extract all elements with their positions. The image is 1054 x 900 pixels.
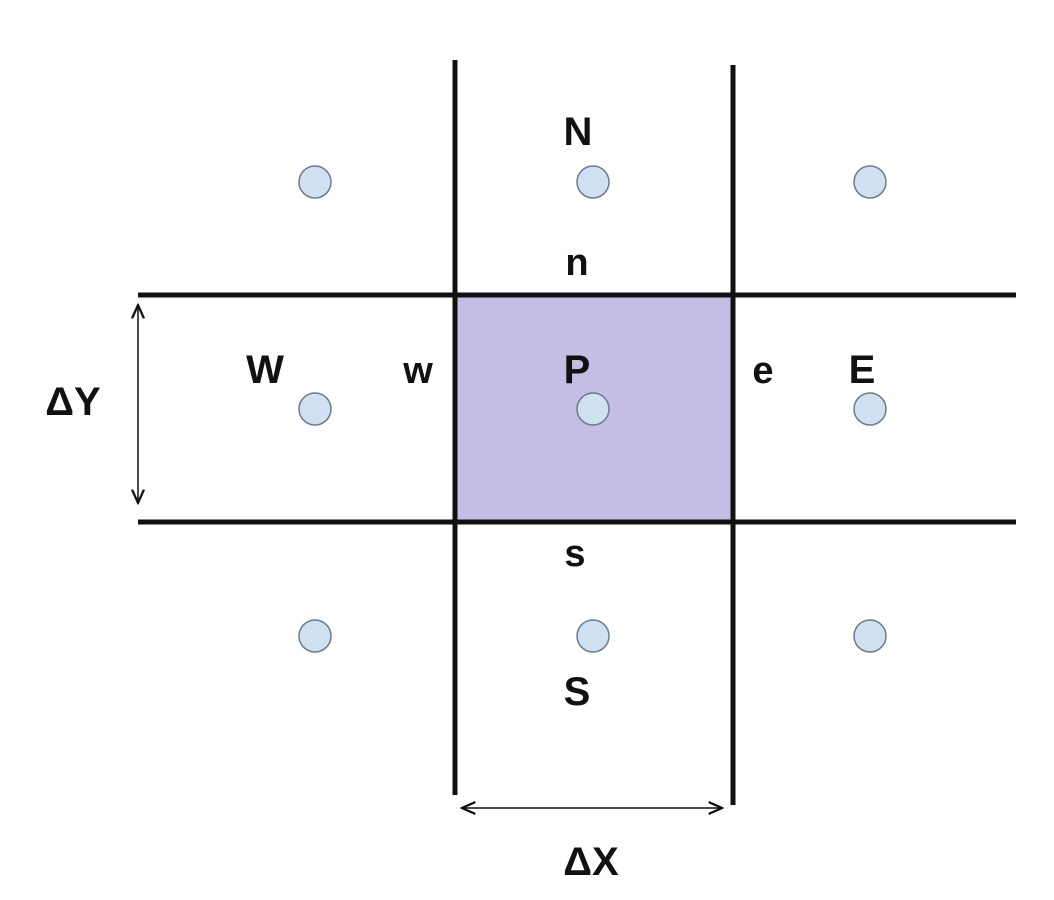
node-east	[853, 392, 887, 426]
label-face-w: w	[402, 350, 433, 392]
label-delta-x: ΔX	[563, 840, 619, 884]
node-west	[298, 392, 332, 426]
label-delta-y: ΔY	[45, 380, 101, 424]
label-face-s: s	[564, 533, 585, 575]
label-face-n: n	[565, 242, 588, 284]
node-northwest	[298, 165, 332, 199]
node-northeast	[853, 165, 887, 199]
label-node-n: N	[564, 110, 593, 154]
label-node-e: E	[849, 348, 876, 392]
node-southwest	[298, 619, 332, 653]
label-node-p: P	[564, 348, 591, 392]
node-south	[576, 619, 610, 653]
node-north	[576, 165, 610, 199]
node-p	[576, 392, 610, 426]
node-southeast	[853, 619, 887, 653]
label-face-e: e	[752, 350, 773, 392]
label-node-w: W	[246, 348, 284, 392]
label-node-s: S	[564, 670, 591, 714]
